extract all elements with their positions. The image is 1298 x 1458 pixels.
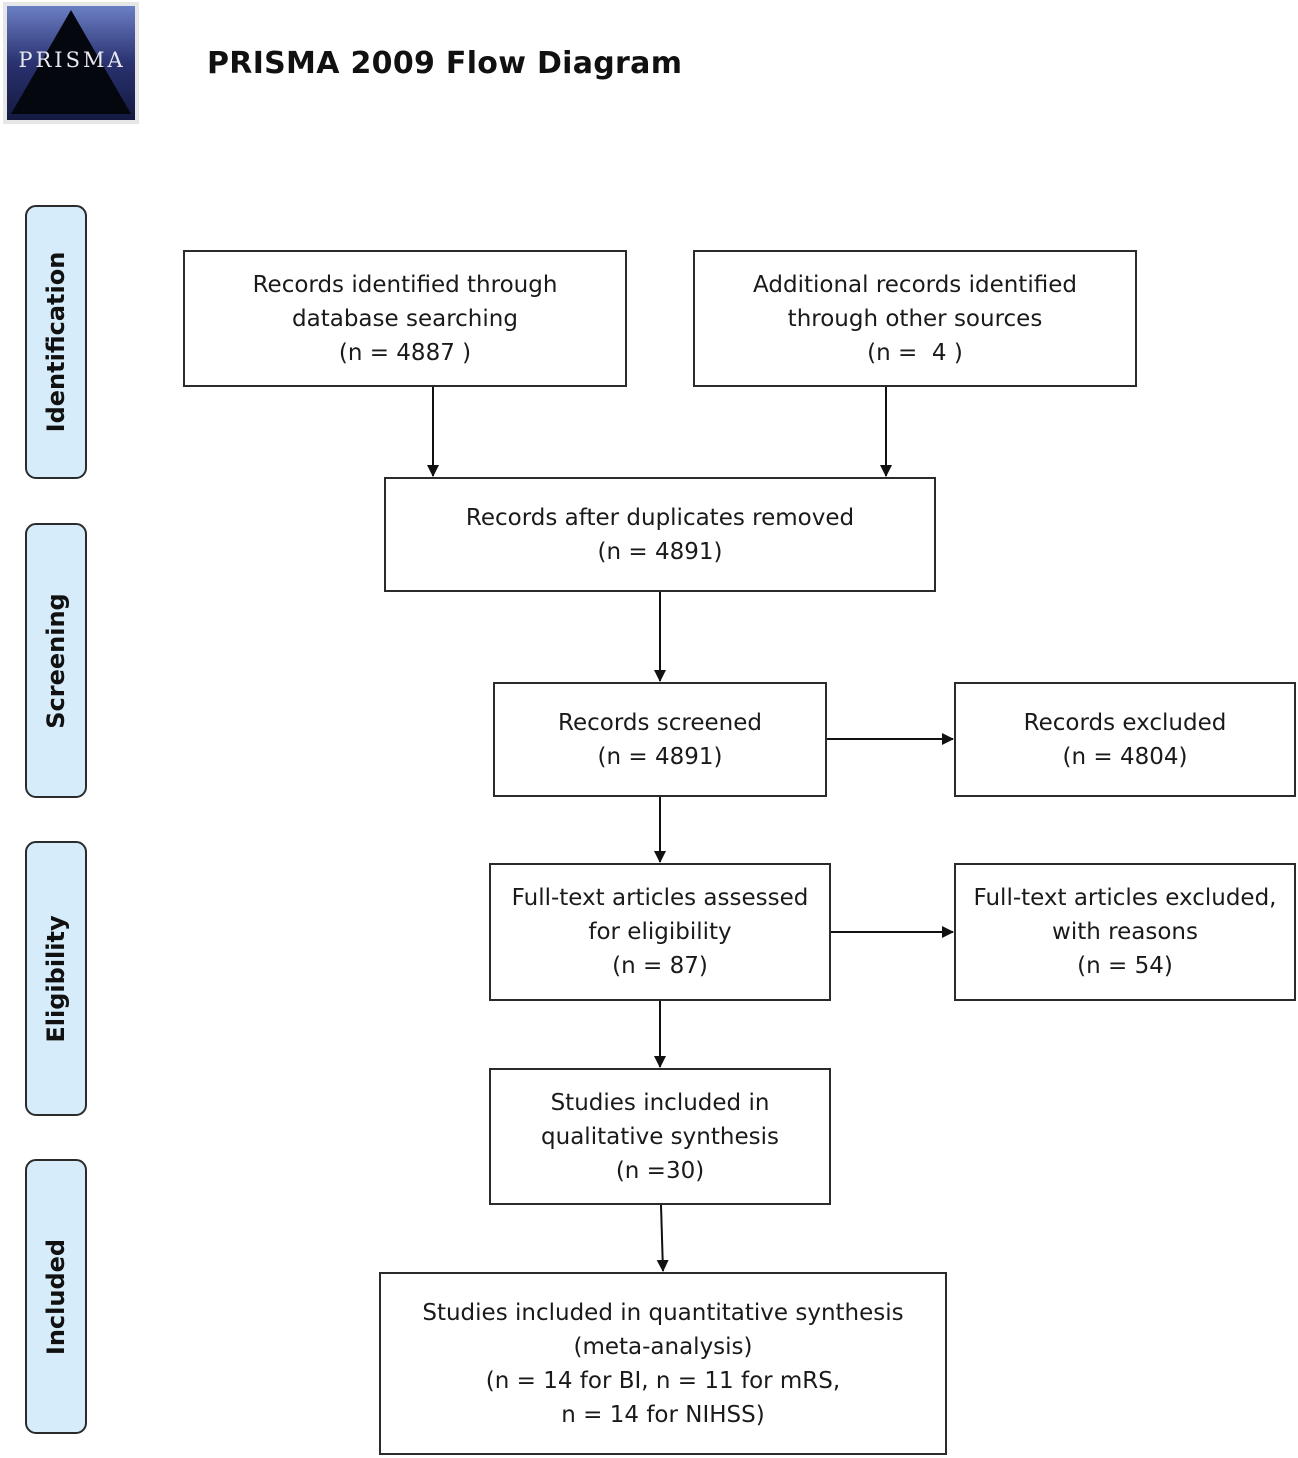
box-line: Records identified through: [252, 271, 558, 298]
box-line: (n = 4 ): [867, 339, 963, 366]
box-line: n = 14 for NIHSS): [561, 1401, 765, 1428]
stage-identification: Identification: [25, 205, 87, 479]
box-database-search: Records identified through database sear…: [183, 250, 627, 387]
box-records-excluded: Records excluded (n = 4804): [954, 682, 1296, 797]
box-line: through other sources: [787, 305, 1043, 332]
box-qualitative-synthesis: Studies included in qualitative synthesi…: [489, 1068, 831, 1205]
logo-text: PRISMA: [18, 48, 126, 72]
box-line: for eligibility: [588, 919, 732, 945]
box-line: Records after duplicates removed: [465, 504, 855, 531]
box-line: Full-text articles assessed: [511, 885, 809, 911]
box-line: Studies included in quantitative synthes…: [422, 1299, 904, 1326]
box-line: qualitative synthesis: [541, 1123, 779, 1150]
box-line: (n = 54): [1077, 953, 1173, 979]
box-line: (n = 4887 ): [338, 339, 472, 366]
stage-screening: Screening: [25, 523, 87, 798]
page-title: PRISMA 2009 Flow Diagram: [207, 46, 683, 81]
box-line: with reasons: [1052, 919, 1198, 945]
box-quantitative-synthesis: Studies included in quantitative synthes…: [379, 1272, 947, 1455]
box-fulltext-assessed: Full-text articles assessed for eligibil…: [489, 863, 831, 1001]
box-other-sources: Additional records identified through ot…: [693, 250, 1137, 387]
box-line: Records screened: [558, 709, 762, 736]
box-line: (meta-analysis): [573, 1333, 753, 1360]
box-line: (n = 4891): [597, 538, 723, 565]
box-line: (n = 4891): [597, 743, 723, 770]
box-line: Studies included in: [550, 1089, 770, 1116]
box-fulltext-excluded: Full-text articles excluded, with reason…: [954, 863, 1296, 1001]
stage-included: Included: [25, 1159, 87, 1434]
box-duplicates-removed: Records after duplicates removed (n = 48…: [384, 477, 936, 592]
box-line: (n =30): [615, 1157, 705, 1184]
arrow-qualitative-to-quantitative: [656, 1204, 669, 1272]
box-line: (n = 4804): [1062, 743, 1188, 770]
box-line: Full-text articles excluded,: [973, 885, 1277, 911]
box-line: Records excluded: [1023, 709, 1227, 736]
box-line: (n = 14 for BI, n = 11 for mRS,: [485, 1367, 841, 1394]
box-line: database searching: [292, 305, 518, 332]
box-line: Additional records identified: [753, 271, 1077, 298]
box-line: (n = 87): [612, 953, 708, 979]
stage-eligibility: Eligibility: [25, 841, 87, 1116]
prisma-logo: PRISMA: [3, 2, 139, 124]
box-records-screened: Records screened (n = 4891): [493, 682, 827, 797]
